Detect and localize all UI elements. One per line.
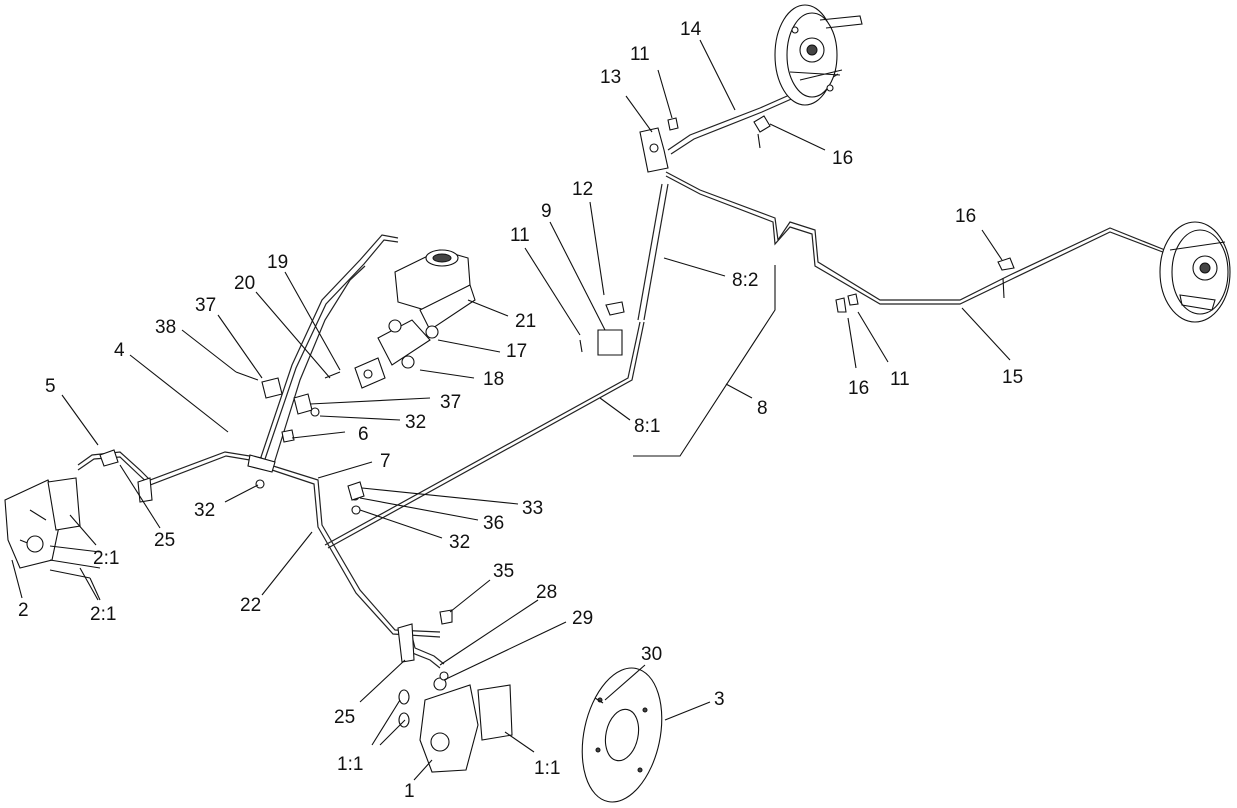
callout-1-1-left: 1:1 <box>337 754 363 775</box>
callout-35: 35 <box>493 561 514 582</box>
callout-9: 9 <box>541 201 552 222</box>
callout-17: 17 <box>506 341 527 362</box>
callout-1-1-right: 1:1 <box>534 758 560 779</box>
callout-2-1-upper: 2:1 <box>93 548 119 569</box>
callout-4: 4 <box>114 340 125 361</box>
callout-2: 2 <box>18 600 29 621</box>
callout-19: 19 <box>267 252 288 273</box>
callout-22: 22 <box>240 595 261 616</box>
callout-36: 36 <box>483 513 504 534</box>
drum-brake-upper <box>774 4 863 106</box>
drum-brake-lower <box>1159 221 1231 323</box>
callout-18: 18 <box>483 369 504 390</box>
brake-tube-15 <box>665 171 1166 301</box>
callout-16-bottom: 16 <box>848 378 869 399</box>
callout-labels: 14 11 13 16 16 12 9 11 8:2 19 20 21 37 3… <box>18 19 1023 802</box>
callout-1: 1 <box>404 781 415 802</box>
callout-30: 30 <box>641 644 662 665</box>
callout-11-right: 11 <box>890 369 910 390</box>
callout-25-bottom: 25 <box>334 707 355 728</box>
callout-11-top: 11 <box>630 44 650 65</box>
callout-16-top: 16 <box>832 148 853 169</box>
callout-12: 12 <box>572 179 593 200</box>
callout-3: 3 <box>714 689 725 710</box>
callout-29: 29 <box>572 608 593 629</box>
brackets-37-38 <box>235 371 320 417</box>
brake-tube-4 <box>259 234 399 461</box>
fittings-center <box>247 429 365 515</box>
callout-8-2: 8:2 <box>732 270 758 291</box>
callout-15: 15 <box>1002 367 1023 388</box>
callout-14: 14 <box>680 19 702 40</box>
tee-fitting-13 <box>639 117 679 173</box>
callout-32-lower: 32 <box>449 532 470 553</box>
brake-hose-8-2 <box>637 183 663 321</box>
callout-21: 21 <box>515 311 536 332</box>
callout-8: 8 <box>757 398 768 419</box>
master-cylinder-21 <box>324 249 476 389</box>
callout-11-mid: 11 <box>510 225 530 246</box>
callout-13: 13 <box>600 67 621 88</box>
callout-32-left: 32 <box>194 500 215 521</box>
callout-33: 33 <box>522 498 543 519</box>
bracket-9 <box>579 301 625 356</box>
callout-28: 28 <box>536 582 557 603</box>
callout-5: 5 <box>45 376 56 397</box>
brake-tube-8-1 <box>324 321 641 546</box>
callout-7: 7 <box>380 451 391 472</box>
callout-25-left: 25 <box>154 530 175 551</box>
callout-37-top: 37 <box>195 295 216 316</box>
clips-16 <box>753 115 1015 313</box>
callout-38: 38 <box>155 317 176 338</box>
callout-6: 6 <box>358 424 369 445</box>
brake-tube-5 <box>77 451 263 481</box>
callout-2-1-lower: 2:1 <box>90 604 116 625</box>
callout-8-1: 8:1 <box>634 416 660 437</box>
callout-32-mid: 32 <box>405 412 426 433</box>
callout-37-mid: 37 <box>440 392 461 413</box>
callout-20: 20 <box>234 273 255 294</box>
brake-disc-3 <box>581 667 663 803</box>
leader-lines <box>11 39 1011 781</box>
callout-16-right: 16 <box>955 206 976 227</box>
caliper-right-1 <box>397 609 513 773</box>
